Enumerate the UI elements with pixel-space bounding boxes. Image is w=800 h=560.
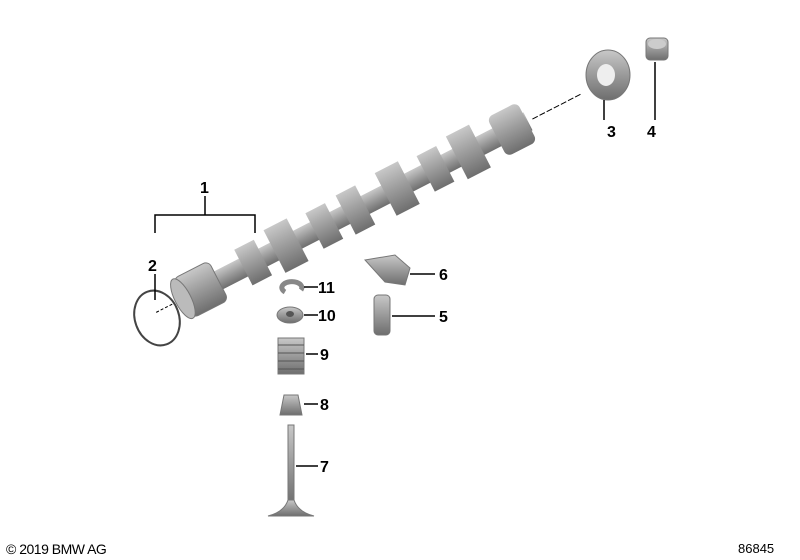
callout-3[interactable]: 3: [607, 124, 616, 141]
callout-1[interactable]: 1: [200, 180, 209, 197]
rocker-arm[interactable]: [364, 254, 411, 286]
camshaft[interactable]: [143, 73, 592, 335]
o-ring[interactable]: [127, 284, 187, 352]
hydraulic-lifter[interactable]: [373, 294, 391, 336]
sprocket-flange[interactable]: [585, 49, 631, 101]
callout-8[interactable]: 8: [320, 397, 329, 414]
spring-retainer[interactable]: [276, 306, 304, 324]
diagram-number: 86845: [738, 541, 775, 556]
callout-6[interactable]: 6: [439, 267, 448, 284]
callout-5[interactable]: 5: [439, 309, 448, 326]
valve-stem-seal[interactable]: [279, 394, 303, 416]
valve-spring[interactable]: [277, 337, 305, 375]
valve-keeper[interactable]: [279, 279, 305, 295]
callout-10[interactable]: 10: [318, 308, 336, 325]
callout-11[interactable]: 11: [318, 280, 335, 297]
leader-lines: [154, 62, 656, 467]
valve[interactable]: [267, 424, 315, 517]
copyright-text: © 2019 BMW AG: [6, 541, 107, 557]
callout-7[interactable]: 7: [320, 459, 329, 476]
callout-4[interactable]: 4: [647, 124, 656, 141]
callout-2[interactable]: 2: [148, 258, 157, 275]
bolt[interactable]: [645, 37, 669, 61]
callout-9[interactable]: 9: [320, 347, 329, 364]
